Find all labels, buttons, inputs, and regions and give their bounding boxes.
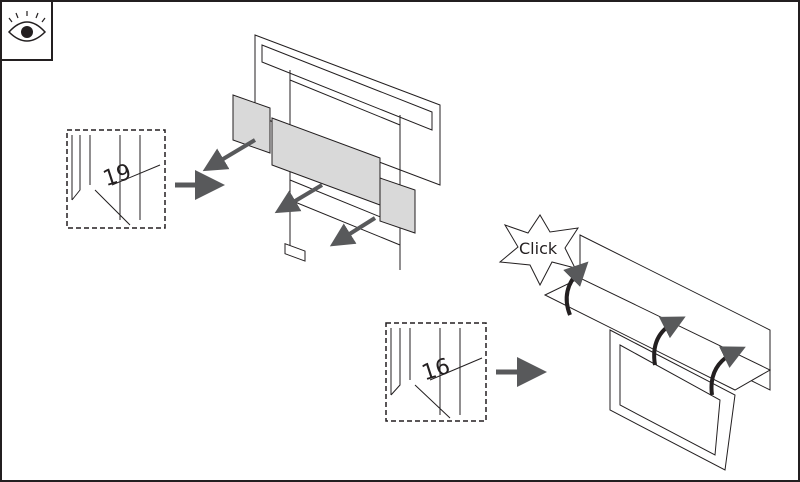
arrow-panel-right xyxy=(329,216,377,247)
detail-box-16: 16 xyxy=(385,322,487,422)
rack-exploded xyxy=(232,34,441,270)
arrow-panel-left xyxy=(202,138,257,172)
click-callout: Click xyxy=(498,214,580,287)
arrow-panel-center xyxy=(274,183,324,214)
fold-arrow-1 xyxy=(563,261,589,316)
click-label: Click xyxy=(519,239,558,258)
eye-icon xyxy=(1,1,53,61)
detail-box-19: 19 xyxy=(66,129,166,229)
fold-arrow-2 xyxy=(652,316,686,366)
fold-arrow-3 xyxy=(709,346,746,396)
